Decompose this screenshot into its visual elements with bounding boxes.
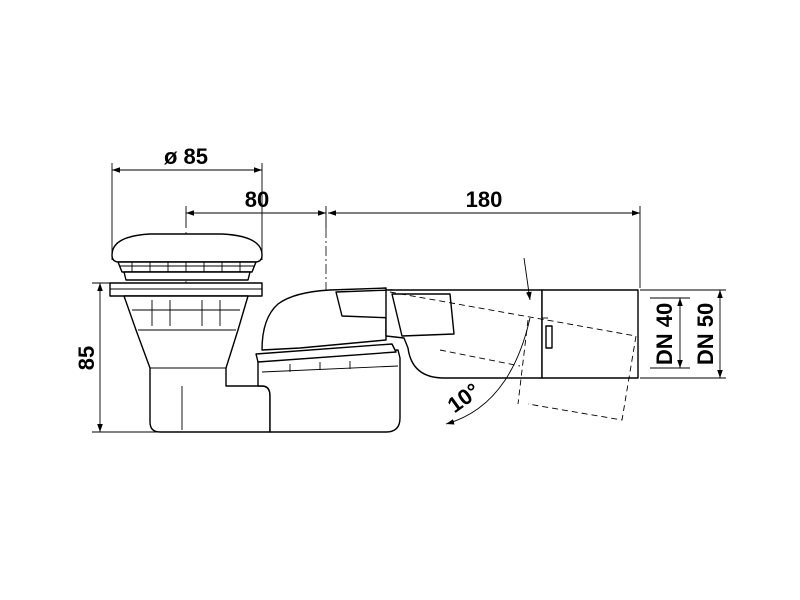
offset-label: 80 bbox=[245, 187, 269, 212]
dimension-height: 85 bbox=[74, 282, 160, 433]
outlet-pipe-tilted bbox=[389, 291, 637, 421]
dimension-diameter: ø 85 bbox=[111, 144, 263, 260]
dimension-outlet: DN 40 DN 50 bbox=[640, 289, 726, 379]
drain-cap bbox=[111, 233, 263, 281]
dimension-length: 180 bbox=[328, 187, 641, 288]
drain-flange bbox=[109, 282, 263, 297]
siphon-chamber bbox=[255, 343, 401, 433]
length-label: 180 bbox=[466, 187, 503, 212]
drain-body bbox=[123, 295, 271, 433]
height-label: 85 bbox=[74, 346, 99, 370]
diameter-label: ø 85 bbox=[164, 144, 208, 169]
dn50-label: DN 50 bbox=[693, 303, 718, 365]
angle-label: 10° bbox=[443, 378, 485, 418]
elbow-cover bbox=[261, 287, 395, 351]
dimension-offset: 80 bbox=[185, 187, 327, 228]
body-ribs bbox=[151, 300, 221, 326]
dn40-label: DN 40 bbox=[652, 303, 677, 365]
cap-slots bbox=[131, 262, 241, 272]
